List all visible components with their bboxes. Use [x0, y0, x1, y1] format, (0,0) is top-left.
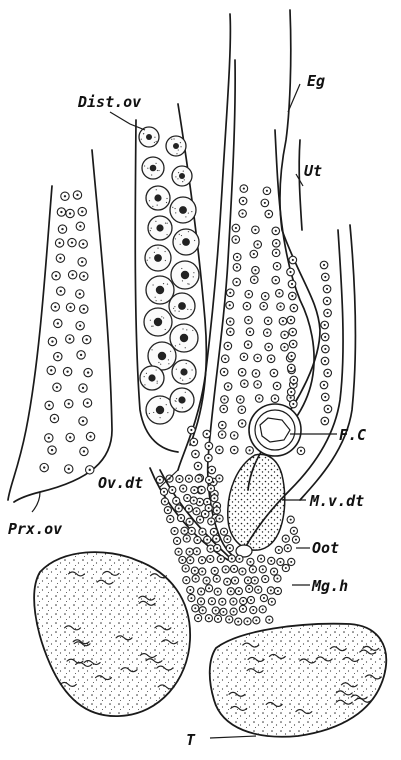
testis-left [34, 552, 190, 716]
median-vaginal-duct [228, 454, 285, 557]
label-fc: F.C [339, 426, 366, 444]
follicle-cell [249, 404, 301, 456]
label-ov-dt: Ov.dt [98, 474, 143, 492]
label-eg: Eg [307, 72, 325, 90]
label-t: T [186, 731, 196, 749]
distal-ovary [135, 104, 206, 452]
label-prx-ov: Prx.ov [8, 520, 63, 538]
testis-right [210, 624, 387, 737]
label-mv-dt: M.v.dt [309, 492, 364, 510]
label-ut: Ut [304, 162, 322, 180]
label-dist-ov: Dist.ov [77, 93, 142, 111]
proximal-ovary [8, 150, 112, 502]
label-mg-h: Mg.h [311, 577, 348, 595]
label-oot: Oot [312, 539, 339, 557]
